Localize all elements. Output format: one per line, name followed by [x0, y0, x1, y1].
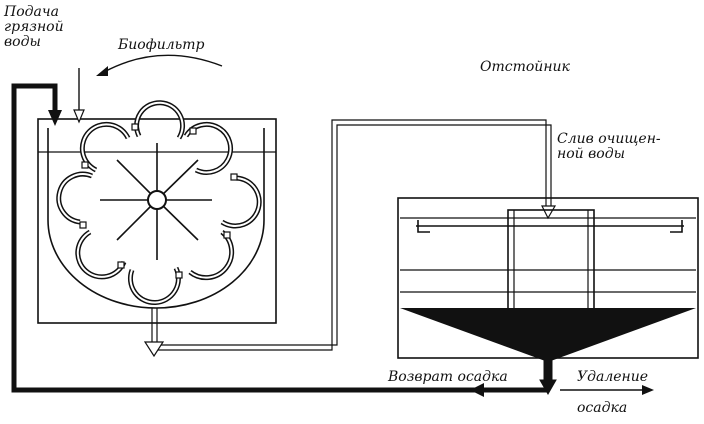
label-clean-water-drain: Слив очищен- ной воды	[557, 132, 661, 162]
removal-arrow	[560, 385, 654, 395]
rotor-hub	[148, 191, 166, 209]
settler-center-well	[508, 210, 594, 310]
label-sludge-removal-2: осадка	[577, 401, 627, 416]
filter-disc	[130, 268, 182, 303]
filter-disc	[132, 103, 183, 138]
sludge-cone	[400, 308, 696, 362]
rotation-arrow	[96, 55, 222, 76]
return-flow-arrowhead	[470, 383, 484, 397]
sludge-return-arrowhead	[48, 110, 62, 126]
label-sludge-removal: Удаление	[577, 370, 648, 385]
label-sludge-return: Возврат осадка	[388, 370, 508, 385]
label-settler: Отстойник	[480, 60, 570, 75]
filter-disc	[59, 174, 92, 228]
label-biofilter: Биофильтр	[118, 38, 204, 53]
filter-disc	[78, 232, 124, 277]
label-dirty-water-feed: Подача грязной воды	[4, 5, 64, 50]
biofilter-rotor	[100, 143, 212, 260]
feed-arrow	[74, 68, 84, 122]
filter-disc	[222, 174, 259, 226]
